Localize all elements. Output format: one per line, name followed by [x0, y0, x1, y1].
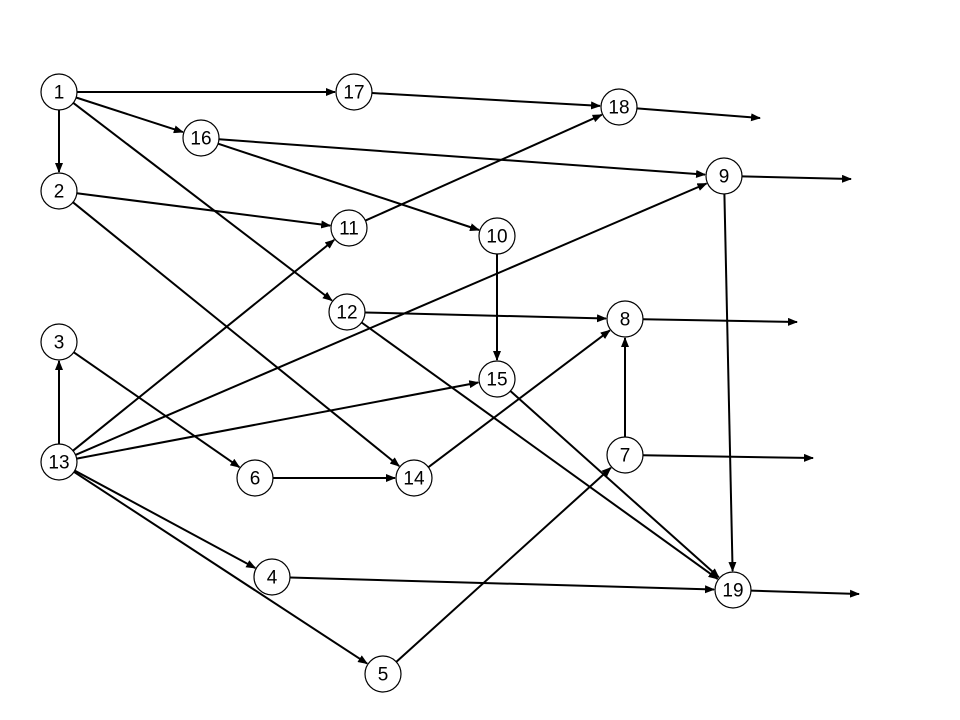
- node-circle: [606, 300, 644, 338]
- exit-edge-8: [642, 317, 798, 326]
- node-label: 6: [250, 469, 261, 490]
- node-8: 8: [606, 300, 644, 338]
- node-label: 10: [486, 227, 507, 248]
- edge-15-to-19: [509, 390, 720, 579]
- node-10: 10: [478, 217, 516, 255]
- node-label: 16: [190, 129, 211, 150]
- edge-5-to-7: [395, 466, 612, 663]
- node-label: 2: [54, 182, 65, 203]
- node-circle: [478, 360, 516, 398]
- node-circle: [40, 73, 78, 111]
- edge-16-to-9: [218, 138, 706, 178]
- node-circle: [330, 209, 368, 247]
- exit-edge-19: [750, 589, 860, 598]
- node-circle: [478, 217, 516, 255]
- node-circle: [236, 459, 274, 497]
- edge-16-to-10: [217, 142, 480, 231]
- node-9: 9: [705, 157, 743, 195]
- node-1: 1: [40, 73, 78, 111]
- node-label: 19: [722, 581, 743, 602]
- node-4: 4: [253, 558, 291, 596]
- node-label: 9: [719, 167, 730, 188]
- node-label: 1: [54, 83, 65, 104]
- node-circle: [600, 88, 638, 126]
- node-15: 15: [478, 360, 516, 398]
- node-label: 3: [54, 333, 65, 354]
- edge-1-to-16: [75, 96, 184, 134]
- node-label: 12: [336, 303, 357, 324]
- edge-3-to-6: [73, 351, 241, 469]
- edge-4-to-19: [289, 576, 715, 594]
- exit-edge-18: [636, 107, 761, 122]
- node-14: 14: [395, 459, 433, 497]
- node-label: 5: [378, 665, 389, 686]
- node-2: 2: [40, 172, 78, 210]
- node-label: 4: [267, 568, 278, 589]
- node-label: 15: [486, 370, 507, 391]
- node-circle: [606, 436, 644, 474]
- edge-13-to-4: [74, 469, 257, 569]
- node-circle: [40, 172, 78, 210]
- node-circle: [395, 459, 433, 497]
- edge-13-to-11: [72, 239, 335, 452]
- node-circle: [40, 443, 78, 481]
- edge-2-to-11: [76, 192, 332, 229]
- edge-13-to-5: [73, 471, 368, 665]
- node-circle: [253, 558, 291, 596]
- node-circle: [705, 157, 743, 195]
- node-circle: [40, 323, 78, 361]
- edges-layer: [55, 88, 860, 665]
- edge-13-to-15: [76, 380, 480, 460]
- node-circle: [364, 655, 402, 693]
- node-circle: [328, 293, 366, 331]
- node-label: 7: [620, 446, 631, 467]
- node-circle: [714, 571, 752, 609]
- node-label: 13: [48, 453, 69, 474]
- exit-edge-7: [642, 453, 814, 462]
- node-7: 7: [606, 436, 644, 474]
- node-label: 14: [403, 469, 425, 490]
- node-label: 17: [343, 83, 364, 104]
- edge-13-to-9: [75, 182, 708, 456]
- node-5: 5: [364, 655, 402, 693]
- node-label: 8: [620, 310, 631, 331]
- node-label: 18: [608, 98, 629, 119]
- edge-2-to-14: [72, 201, 400, 467]
- node-19: 19: [714, 571, 752, 609]
- exit-edge-9: [741, 174, 852, 183]
- node-circle: [182, 119, 220, 157]
- edge-11-to-18: [364, 113, 603, 222]
- node-6: 6: [236, 459, 274, 497]
- node-3: 3: [40, 323, 78, 361]
- node-16: 16: [182, 119, 220, 157]
- edge-1-to-12: [72, 102, 333, 302]
- edge-17-to-18: [371, 92, 601, 110]
- node-17: 17: [335, 73, 373, 111]
- node-11: 11: [330, 209, 368, 247]
- node-label: 11: [339, 219, 359, 240]
- node-13: 13: [40, 443, 78, 481]
- node-12: 12: [328, 293, 366, 331]
- node-circle: [335, 73, 373, 111]
- edge-12-to-19: [361, 321, 719, 580]
- edge-9-to-19: [723, 193, 737, 572]
- node-18: 18: [600, 88, 638, 126]
